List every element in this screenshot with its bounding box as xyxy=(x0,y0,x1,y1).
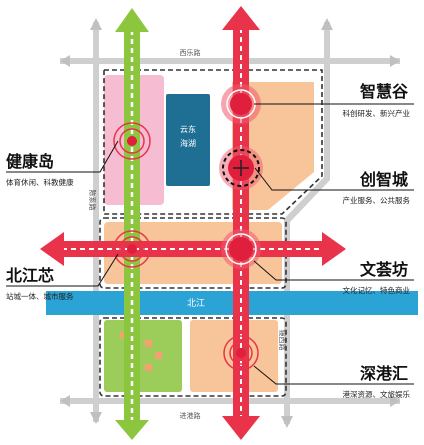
node-title-shenganghui: 深港汇 xyxy=(360,364,408,383)
red-arrow-down xyxy=(222,416,260,440)
green-arrow-up xyxy=(115,8,149,32)
lake-label-1: 云东 xyxy=(180,124,196,134)
node-sub-zhihuigu: 科创研发、新兴产业 xyxy=(343,108,411,118)
red-arrow-up xyxy=(222,6,260,30)
node-title-beijiangxin: 北江芯 xyxy=(6,266,54,285)
river-label: 北江 xyxy=(187,298,205,309)
node-sub-chuangzhicheng: 产业服务、公共服务 xyxy=(343,195,411,205)
road-label-east: 镜西路 xyxy=(278,330,287,351)
road-south xyxy=(60,398,400,404)
road-north xyxy=(60,58,400,64)
river-band xyxy=(46,291,418,315)
leader-lines xyxy=(6,103,414,385)
red-arrow-right xyxy=(322,232,346,266)
node-jiankangdao xyxy=(113,122,151,160)
node-title-wenhuifang: 文荟坊 xyxy=(360,260,408,279)
node-sub-beijiangxin: 站城一体、城市服务 xyxy=(6,291,74,301)
road-label-west: 陈系路 xyxy=(88,190,97,211)
lake-label-2: 海湖 xyxy=(180,138,196,148)
zone-green xyxy=(104,320,182,392)
node-sub-jiankangdao: 体育休闲、科教健康 xyxy=(6,177,74,187)
river: 北江 xyxy=(46,291,418,315)
road-label-south: 进港路 xyxy=(180,411,201,420)
node-wenhuifang xyxy=(221,229,261,269)
node-title-chuangzhicheng: 创智城 xyxy=(359,170,408,189)
road-label-north: 西乐路 xyxy=(180,48,201,57)
node-sub-shenganghui: 港深资源、文旅娱乐 xyxy=(343,389,411,399)
node-beijiangxin xyxy=(113,230,151,268)
node-title-zhihuigu: 智慧谷 xyxy=(360,82,409,101)
green-arrow-down xyxy=(115,420,149,440)
lake xyxy=(166,94,210,186)
road-west xyxy=(93,22,99,422)
node-sub-wenhuifang: 文化记忆、特色商业 xyxy=(343,285,411,295)
node-title-jiankangdao: 健康岛 xyxy=(6,152,54,171)
red-arrow-left xyxy=(40,232,64,266)
node-zhihuigu xyxy=(221,84,261,124)
node-chuangzhicheng xyxy=(219,146,263,190)
node-shenganghui xyxy=(223,335,259,371)
district-south xyxy=(99,317,287,397)
